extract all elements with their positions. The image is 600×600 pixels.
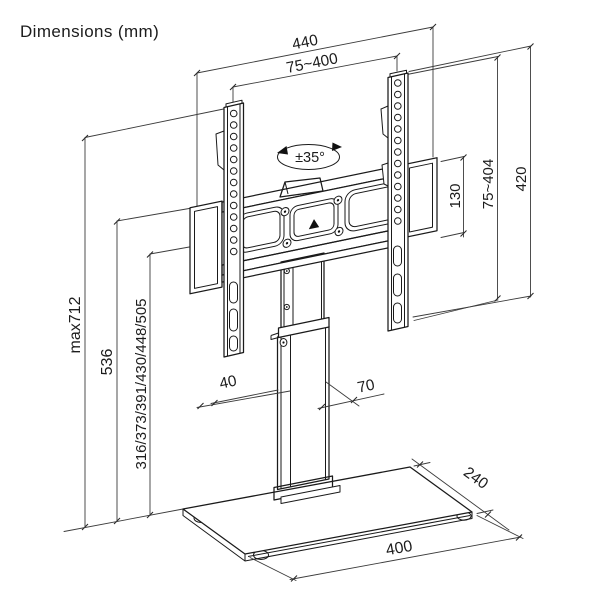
- dim-bracket-top-height: [113, 207, 193, 525]
- base-thickness-edge: [182, 509, 473, 562]
- crossbar-cutout-center: [289, 198, 339, 242]
- dim-bracket-height: [440, 154, 467, 238]
- dim-vesa-width: [229, 52, 401, 103]
- rail-holes-left: [229, 109, 238, 256]
- clamp-knob-dot: [282, 341, 285, 344]
- column-screw-top-dot: [285, 270, 288, 272]
- dim-vesa-height: [406, 54, 501, 321]
- dim-max-height-label: max712: [67, 296, 84, 353]
- ground-reference-line: [63, 508, 184, 532]
- dim-base-depth: [411, 458, 510, 531]
- vesa-rail-left: [215, 99, 245, 358]
- rail-slots-left: [229, 281, 238, 352]
- dim-lines-front: [196, 142, 524, 582]
- swivel-arrow-right: [332, 142, 342, 151]
- dim-height-positions-label: 316/373/391/430/448/505: [133, 299, 150, 470]
- vesa-rail-right: [380, 69, 409, 332]
- dim-column-width: [317, 381, 385, 411]
- dim-column-depth: [196, 389, 291, 410]
- labels: Dimensions (mm) 440 75~400 ±35° 130 75~4…: [20, 22, 530, 559]
- dim-bracket-height-label: 130: [447, 183, 464, 208]
- up-arrow-marker: [308, 219, 320, 230]
- base-glass-edge-line: [247, 515, 471, 557]
- dim-vesa-height-label: 75~404: [480, 159, 497, 209]
- dim-rail-height: [408, 43, 534, 318]
- support-column: [270, 252, 341, 504]
- rail-hook-right: [380, 105, 389, 139]
- column-screw-bottom-dot: [285, 306, 288, 308]
- crossbar: [189, 157, 438, 295]
- rail-hook-left: [215, 130, 225, 171]
- dim-base-depth-label: 240: [460, 464, 491, 493]
- dim-rail-height-label: 420: [513, 166, 530, 191]
- base-top-face: [182, 466, 473, 555]
- tilt-neck: [279, 177, 324, 198]
- rail-slots-right: [393, 245, 402, 324]
- base-plate: [182, 466, 473, 562]
- dim-bracket-top-height-label: 536: [99, 349, 116, 376]
- swivel-ellipse: [277, 144, 340, 170]
- dim-column-depth-label: 40: [218, 372, 239, 392]
- dim-base-width: [249, 515, 524, 582]
- rail-holes-right: [394, 79, 402, 225]
- crossbar-screws: [280, 195, 344, 248]
- dim-max-height: [81, 108, 227, 531]
- dim-overall-width: [193, 23, 437, 207]
- swivel-angle-label: ±35°: [295, 150, 325, 166]
- dim-lines-back: [63, 23, 534, 532]
- drawing-title: Dimensions (mm): [20, 22, 159, 41]
- height-clamp-collar: [277, 316, 330, 339]
- swivel-indicator: [277, 142, 342, 170]
- column-screw-bottom: [283, 303, 290, 311]
- dim-column-width-label: 70: [356, 376, 377, 396]
- dim-base-width-label: 400: [385, 538, 414, 560]
- swivel-arrow-left: [277, 146, 288, 155]
- dim-overall-width-label: 440: [291, 32, 320, 54]
- rail-body-right: [387, 72, 409, 332]
- column-foot-plate: [280, 485, 341, 504]
